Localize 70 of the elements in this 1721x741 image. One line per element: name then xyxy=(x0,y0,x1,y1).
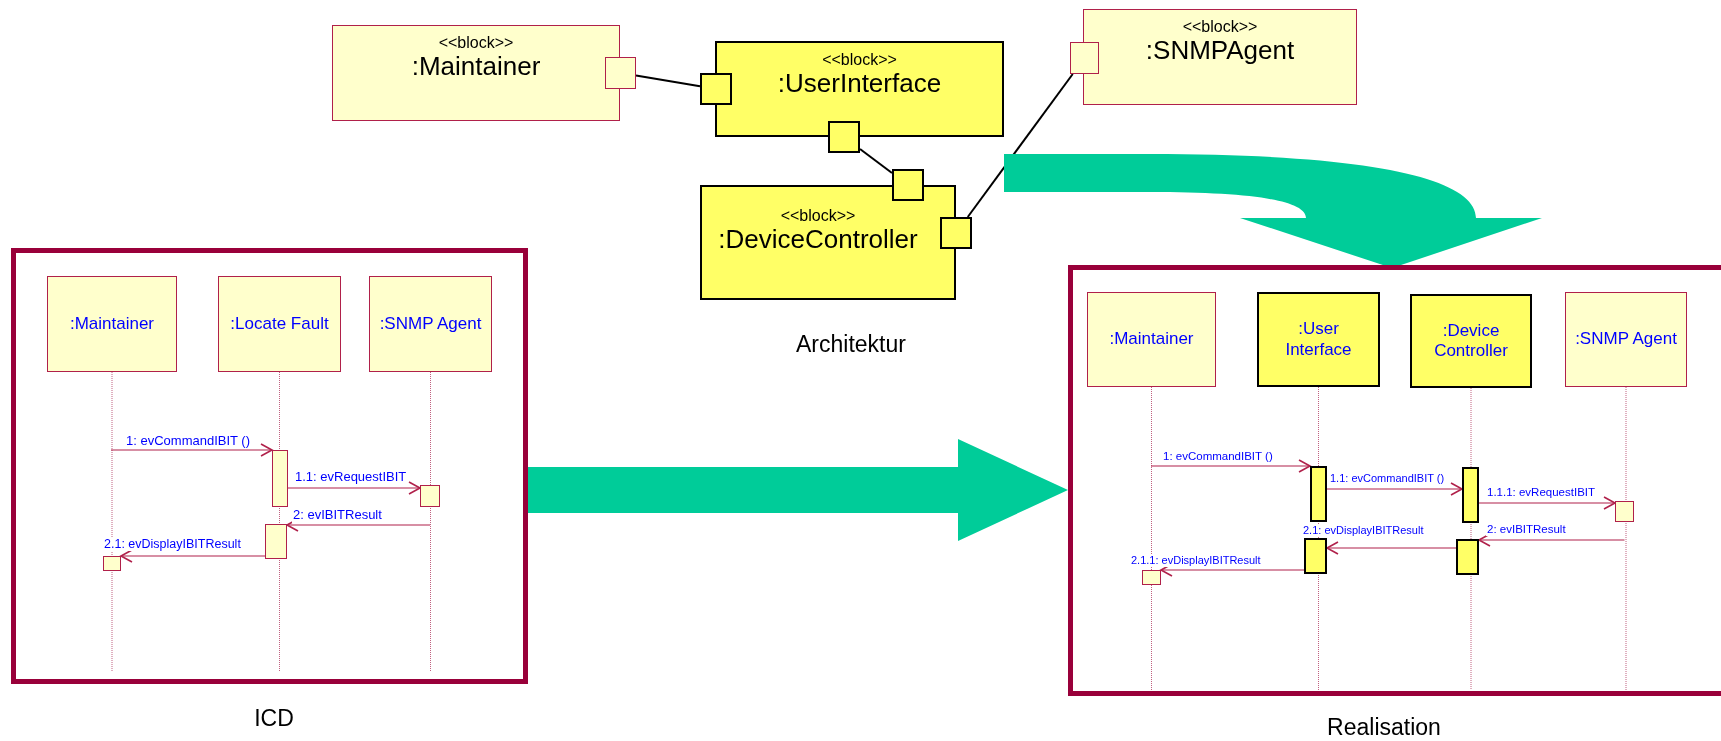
block-name: :SNMPAgent xyxy=(1145,36,1295,67)
message-label: 1.1.1: evRequestIBIT xyxy=(1486,486,1597,500)
lifeline-name: :Maintainer xyxy=(68,313,156,335)
diagram-frame xyxy=(11,248,528,684)
lifeline-name: :Locate Fault xyxy=(229,313,330,335)
lifeline-head xyxy=(1257,292,1380,387)
message-label: 2: evIBITResult xyxy=(292,508,383,523)
lifeline-name: :SNMP Agent xyxy=(378,313,483,335)
lifeline-head xyxy=(1565,292,1687,387)
message-arrow xyxy=(110,443,273,457)
block-name: :Maintainer xyxy=(411,52,541,83)
port-square xyxy=(700,73,732,105)
activation-bar xyxy=(103,556,121,571)
message-arrow xyxy=(1478,533,1626,547)
stereotype-label: <<block>> xyxy=(1182,18,1258,37)
block-arrow xyxy=(1004,154,1542,268)
message-label: 1.1: evCommandIBIT () xyxy=(1329,472,1446,485)
activation-bar xyxy=(1462,467,1479,523)
lifeline-name: :SNMP Agent xyxy=(1574,329,1678,350)
message-label: 2.1.1: evDisplayIBITResult xyxy=(1130,554,1262,567)
connector-line xyxy=(859,148,893,174)
message-arrow xyxy=(1326,541,1457,555)
port-square xyxy=(605,57,636,89)
diagram-frame xyxy=(1068,265,1721,696)
message-label: 1: evCommandIBIT () xyxy=(125,434,252,449)
message-arrow xyxy=(1326,482,1463,496)
lifeline-head xyxy=(1087,292,1216,387)
message-label: 2.1: evDisplayIBITResult xyxy=(1302,524,1425,537)
message-arrow xyxy=(1478,496,1616,510)
activation-bar xyxy=(1456,539,1479,575)
block-box xyxy=(715,41,1004,137)
message-arrow xyxy=(120,549,266,563)
block-arrow xyxy=(528,439,1068,541)
port-square xyxy=(1070,42,1099,74)
stereotype-label: <<block>> xyxy=(822,51,897,70)
message-arrow xyxy=(287,481,421,495)
block-box xyxy=(1083,9,1357,105)
activation-bar xyxy=(1142,570,1161,585)
diagram-caption: ICD xyxy=(254,704,294,732)
message-label: 1: evCommandIBIT () xyxy=(1162,450,1274,464)
message-label: 2.1: evDisplayIBITResult xyxy=(103,537,242,552)
activation-bar xyxy=(265,524,287,559)
port-square xyxy=(828,121,860,153)
port-square xyxy=(940,217,972,249)
section-caption: Architektur xyxy=(796,330,906,358)
lifeline-name: :Maintainer xyxy=(1108,329,1195,350)
stereotype-label: <<block>> xyxy=(438,34,514,53)
lifeline-head xyxy=(218,276,341,372)
lifeline-head xyxy=(47,276,177,372)
activation-bar xyxy=(1310,466,1327,522)
lifeline-name: :User Interface xyxy=(1284,319,1353,360)
message-arrow xyxy=(1150,459,1311,473)
message-label: 1.1: evRequestIBIT xyxy=(294,470,408,485)
activation-bar xyxy=(1615,501,1634,522)
block-box xyxy=(700,185,956,300)
activation-bar xyxy=(1304,538,1327,574)
block-box xyxy=(332,25,620,121)
block-name: :DeviceController xyxy=(718,225,918,256)
activation-bar xyxy=(420,485,440,507)
stereotype-label: <<block>> xyxy=(780,207,856,226)
message-label: 2: evIBITResult xyxy=(1486,523,1567,537)
lifeline-head xyxy=(369,276,492,372)
diagram-caption: Realisation xyxy=(1327,713,1441,741)
connector-line xyxy=(635,74,701,88)
connector-line xyxy=(966,73,1074,218)
block-name: :UserInterface xyxy=(777,69,942,100)
lifeline-name: :Device Controller xyxy=(1433,320,1509,362)
port-square xyxy=(892,169,924,201)
activation-bar xyxy=(272,450,288,507)
lifeline-head xyxy=(1410,294,1532,388)
